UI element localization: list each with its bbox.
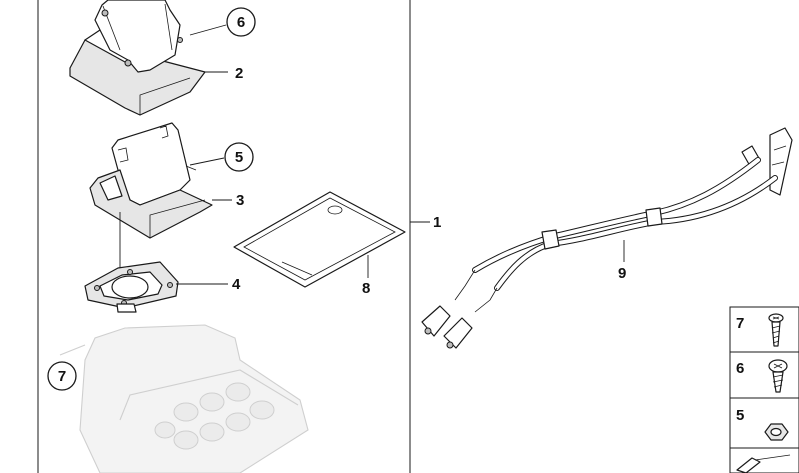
svg-text:6: 6 — [237, 14, 245, 31]
leader-lines — [119, 24, 625, 285]
legend-box-next — [729, 447, 799, 473]
callout-4: 4 — [232, 276, 241, 293]
svg-text:8: 8 — [362, 280, 370, 297]
hardware-legend — [729, 306, 799, 473]
callout-2: 2 — [235, 65, 243, 82]
next-item-arrow-icon — [736, 454, 791, 473]
part-4-mounting-plate — [84, 261, 179, 313]
svg-text:1: 1 — [433, 214, 441, 231]
svg-text:3: 3 — [236, 192, 244, 209]
callout-8: 8 — [362, 280, 370, 297]
ghost-keypad-unit — [59, 324, 309, 473]
svg-text:2: 2 — [235, 65, 243, 82]
callout-7: 7 — [47, 361, 77, 391]
nut-5-icon — [764, 423, 789, 441]
legend-label-7: 7 — [736, 315, 744, 332]
part-3-cradle-holder — [89, 122, 213, 239]
svg-text:7: 7 — [58, 368, 66, 385]
svg-text:4: 4 — [232, 276, 241, 293]
screw-7-icon — [768, 313, 784, 347]
svg-text:5: 5 — [235, 149, 243, 166]
callout-3: 3 — [236, 192, 244, 209]
callout-9: 9 — [618, 265, 626, 282]
callout-6: 6 — [226, 7, 256, 37]
legend-label-5: 5 — [736, 407, 744, 424]
callout-5: 5 — [224, 142, 254, 172]
part-8-document-sheet — [233, 191, 406, 288]
part-2-bracket-housing — [69, 0, 206, 116]
screw-6-icon — [768, 359, 788, 393]
legend-label-6: 6 — [736, 360, 744, 377]
svg-text:9: 9 — [618, 265, 626, 282]
part-9-wiring-harness — [421, 127, 793, 349]
callout-1: 1 — [433, 214, 441, 231]
